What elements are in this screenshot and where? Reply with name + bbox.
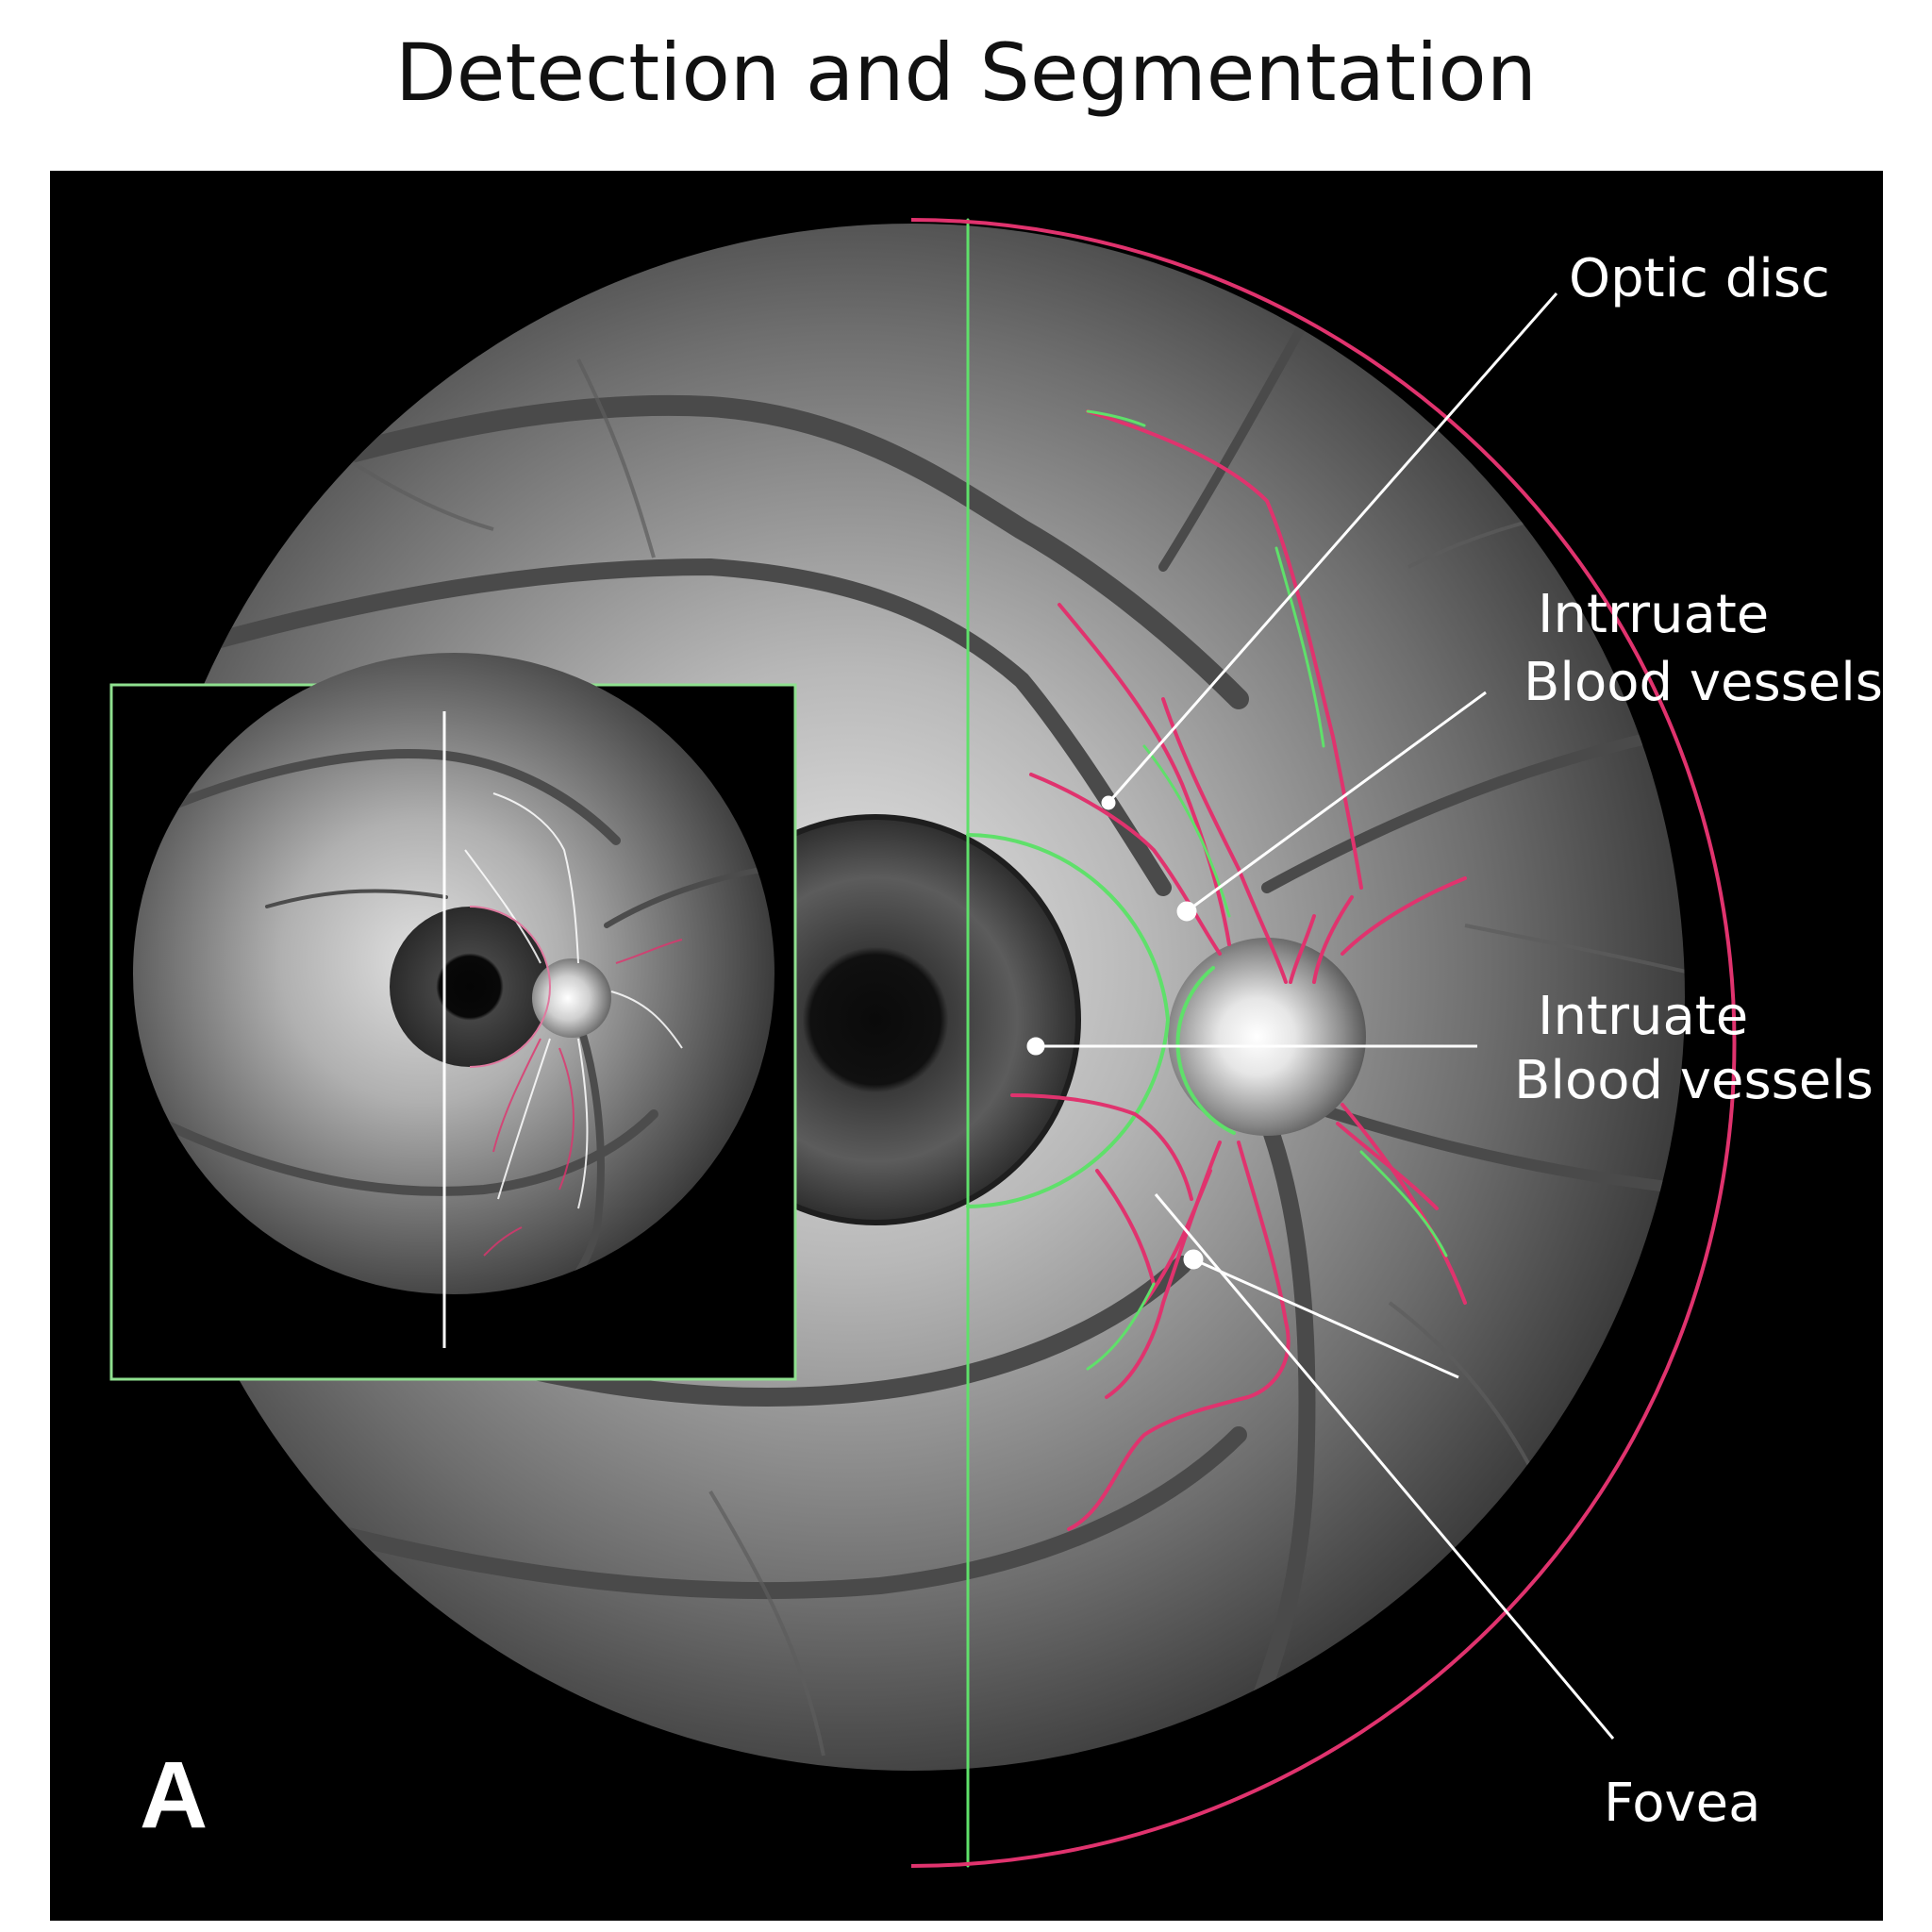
label-vessels-lower-line1: Intruate [1538,986,1749,1047]
segmentation-overlay [911,218,1737,1868]
optic-disc [1168,938,1366,1136]
annotation-lines [1026,292,1615,1740]
vessels-upper-pointer-dot [1176,901,1197,922]
vessels-lower-pointer-dot [1026,1037,1045,1056]
page-title: Detection and Segmentation [395,26,1537,119]
label-vessels-upper-line1: Intrruate [1538,584,1770,645]
label-vessels-lower-line2: Blood vessels [1514,1050,1874,1111]
vessel-pointer-dot [1183,1249,1204,1270]
label-optic-disc: Optic disc [1569,248,1830,309]
fundus-figure: Optic disc Intrruate Blood vessels Intru… [50,171,1883,1921]
optic-disc-pointer-dot [1101,795,1116,810]
label-vessels-upper-line2: Blood vessels [1524,652,1883,713]
label-fovea: Fovea [1604,1773,1761,1834]
fundus-svg [109,218,1737,1868]
inset-panel [109,653,797,1381]
panel-letter: A [140,1742,208,1848]
